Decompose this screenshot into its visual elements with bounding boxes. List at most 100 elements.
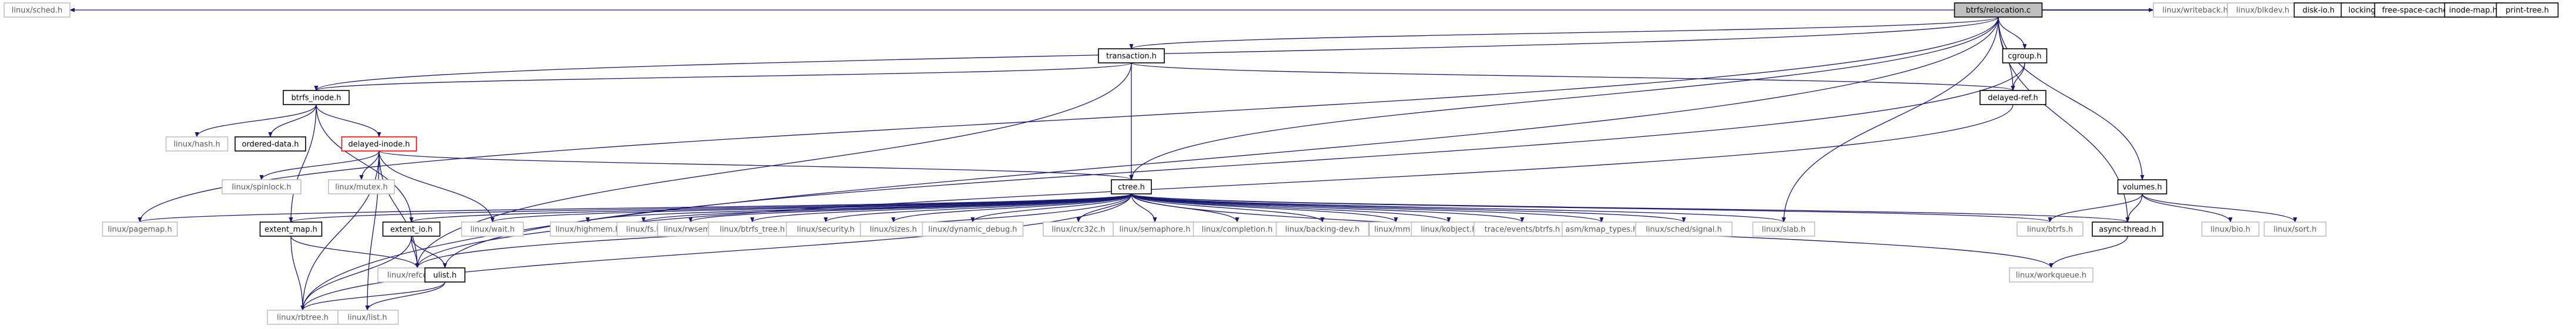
node-security[interactable]: linux/security.h bbox=[786, 221, 866, 237]
edge-ctree-to-kobject bbox=[1131, 193, 1451, 223]
node-box bbox=[382, 221, 441, 237]
node-tracebtrfs[interactable]: trace/events/btrfs.h bbox=[1473, 221, 1571, 237]
node-kmaptypes[interactable]: asm/kmap_types.h bbox=[1562, 221, 1642, 237]
edge-ctree-to-backingdev bbox=[1131, 193, 1325, 223]
edge-delayedinode-to-list bbox=[365, 150, 380, 311]
node-label: ordered-data.h bbox=[242, 140, 299, 149]
node-bio[interactable]: linux/bio.h bbox=[2201, 221, 2260, 237]
node-mutex[interactable]: linux/mutex.h bbox=[328, 179, 395, 194]
node-label: linux/writeback.h bbox=[2162, 6, 2228, 15]
node-spinlock[interactable]: linux/spinlock.h bbox=[222, 179, 302, 194]
node-label: transaction.h bbox=[1106, 52, 1157, 61]
edge-transaction-to-delayedref bbox=[1131, 62, 2015, 91]
node-ulist[interactable]: ulist.h bbox=[424, 267, 465, 283]
edge-btrfsinode-to-ordered bbox=[268, 104, 317, 137]
node-label: linux/wait.h bbox=[470, 226, 514, 234]
edge-cgroup-to-ulist bbox=[443, 62, 2025, 268]
node-label: linux/rwsem.h bbox=[664, 226, 718, 234]
node-box bbox=[1043, 221, 1114, 237]
node-relocation[interactable]: btrfs/relocation.c bbox=[1954, 2, 2043, 18]
node-label: linux/btrfs_tree.h bbox=[720, 226, 785, 234]
node-transaction[interactable]: transaction.h bbox=[1098, 48, 1165, 63]
node-cgroup[interactable]: cgroup.h bbox=[2002, 48, 2048, 63]
node-label: linux/sort.h bbox=[2273, 226, 2316, 234]
node-asyncthread[interactable]: async-thread.h bbox=[2092, 221, 2163, 237]
node-label: linux/btrfs.h bbox=[2027, 226, 2073, 234]
node-workqueue[interactable]: linux/workqueue.h bbox=[2009, 267, 2093, 283]
edge-ulist-to-list bbox=[365, 281, 445, 311]
edge-extentio-to-rbtree bbox=[300, 236, 412, 311]
edge-ctree-to-schedsignal bbox=[1131, 193, 1686, 223]
node-diskio[interactable]: disk-io.h bbox=[2293, 2, 2344, 18]
node-dyndebug[interactable]: linux/dynamic_debug.h bbox=[922, 221, 1024, 237]
node-linuxbtrfs[interactable]: linux/btrfs.h bbox=[2016, 221, 2083, 237]
node-volumes[interactable]: volumes.h bbox=[2117, 179, 2168, 194]
edge-ctree-to-tracebtrfs bbox=[1131, 193, 1525, 223]
edge-volumes-to-sort bbox=[2142, 193, 2297, 223]
node-slab[interactable]: linux/slab.h bbox=[1752, 221, 1815, 237]
edge-ctree-to-security bbox=[823, 193, 1132, 223]
node-box bbox=[461, 221, 524, 237]
node-label: trace/events/btrfs.h bbox=[1485, 226, 1560, 234]
node-box bbox=[4, 2, 71, 18]
node-wait[interactable]: linux/wait.h bbox=[461, 221, 524, 237]
node-completion[interactable]: linux/completion.h bbox=[1192, 221, 1282, 237]
node-box bbox=[1979, 90, 2046, 105]
node-pagemap[interactable]: linux/pagemap.h bbox=[102, 221, 178, 237]
node-rbtree[interactable]: linux/rbtree.h bbox=[267, 310, 339, 325]
node-ctree[interactable]: ctree.h bbox=[1111, 179, 1152, 194]
node-box bbox=[2016, 221, 2083, 237]
edge-ulist-to-rbtree bbox=[300, 281, 445, 311]
edge-relocation-to-pagemap bbox=[138, 16, 1999, 223]
edge-layer bbox=[69, 8, 2497, 311]
node-writeback[interactable]: linux/writeback.h bbox=[2153, 2, 2237, 18]
node-label: linux/spinlock.h bbox=[232, 183, 291, 192]
node-backingdev[interactable]: linux/backing-dev.h bbox=[1275, 221, 1369, 237]
node-hash[interactable]: linux/hash.h bbox=[165, 136, 229, 152]
node-delayedinode[interactable]: delayed-inode.h bbox=[341, 136, 417, 152]
node-schedsignal[interactable]: linux/sched/signal.h bbox=[1635, 221, 1733, 237]
node-extentmap[interactable]: extent_map.h bbox=[259, 221, 323, 237]
edge-ctree-to-dyndebug bbox=[970, 193, 1132, 223]
edge-extentmap-to-rbtree bbox=[290, 236, 305, 311]
node-label: linux/mm.h bbox=[1374, 226, 1417, 234]
node-label: linux/fs.h bbox=[626, 226, 661, 234]
node-label: linux/pagemap.h bbox=[108, 226, 172, 234]
node-delayedref[interactable]: delayed-ref.h bbox=[1979, 90, 2046, 105]
node-label: btrfs/relocation.c bbox=[1966, 6, 2031, 15]
edge-relocation-to-ctree bbox=[1129, 16, 1999, 180]
node-label: locking.h bbox=[2349, 6, 2383, 15]
node-sort[interactable]: linux/sort.h bbox=[2263, 221, 2327, 237]
node-highmem[interactable]: linux/highmem.h bbox=[550, 221, 626, 237]
node-label: delayed-ref.h bbox=[1988, 94, 2038, 103]
edge-delayedinode-to-mutex bbox=[359, 150, 380, 180]
edge-btrfsinode-to-extentmap bbox=[289, 104, 317, 223]
node-box bbox=[2092, 221, 2163, 237]
node-box bbox=[102, 221, 178, 237]
node-box bbox=[2263, 221, 2327, 237]
node-box bbox=[283, 90, 350, 105]
node-sched[interactable]: linux/sched.h bbox=[4, 2, 71, 18]
edge-extentio-to-refcount bbox=[411, 236, 420, 268]
node-blkdev[interactable]: linux/blkdev.h bbox=[2227, 2, 2299, 18]
node-list[interactable]: linux/list.h bbox=[336, 310, 399, 325]
node-printtree[interactable]: print-tree.h bbox=[2495, 2, 2559, 18]
node-box bbox=[424, 267, 465, 283]
edge-ctree-to-sizes bbox=[891, 193, 1132, 223]
edge-delayedinode-to-rbtree bbox=[300, 150, 380, 311]
node-sizes[interactable]: linux/sizes.h bbox=[860, 221, 927, 237]
node-btrfsinode[interactable]: btrfs_inode.h bbox=[283, 90, 350, 105]
node-btrfstree[interactable]: linux/btrfs_tree.h bbox=[708, 221, 797, 237]
node-ordered[interactable]: ordered-data.h bbox=[235, 136, 306, 152]
node-box bbox=[235, 136, 306, 152]
edge-ctree-to-wait bbox=[490, 193, 1132, 223]
node-inodemap[interactable]: inode-map.h bbox=[2444, 2, 2503, 18]
edge-ctree-to-mm bbox=[1131, 193, 1398, 223]
edge-ctree-to-semaphore bbox=[1131, 193, 1157, 223]
node-extentio[interactable]: extent_io.h bbox=[382, 221, 441, 237]
edge-ctree-to-kmaptypes bbox=[1131, 193, 1604, 223]
node-label: linux/sched.h bbox=[12, 6, 63, 15]
node-box bbox=[2495, 2, 2559, 18]
node-semaphore[interactable]: linux/semaphore.h bbox=[1113, 221, 1197, 237]
node-crc32c[interactable]: linux/crc32c.h bbox=[1043, 221, 1114, 237]
